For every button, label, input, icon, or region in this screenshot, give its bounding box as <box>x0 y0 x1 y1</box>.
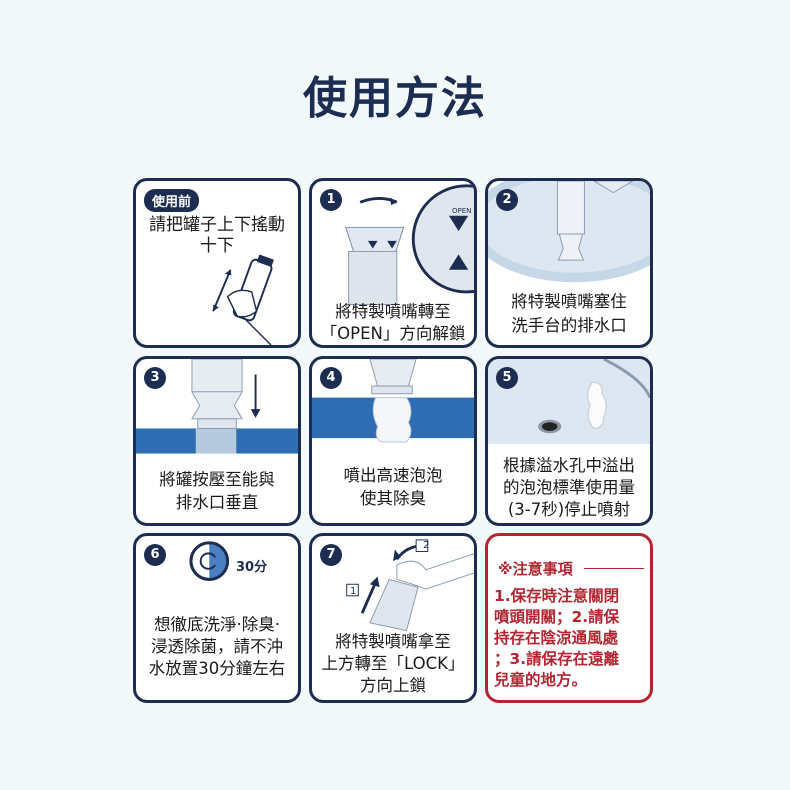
caption-line: 將特製噴嘴塞住 <box>511 292 627 311</box>
notice-line: 1.保存時注意關閉 <box>494 587 620 605</box>
step-number: 4 <box>320 367 342 389</box>
panel-before-use: 使用前 請把罐子上下搖動 十下 <box>133 178 301 348</box>
panel-step-5: 5 根據溢水孔中溢出 的泡泡標準使用量 (3-7秒)停止噴射 <box>485 356 653 526</box>
caption-line: 將特製噴嘴拿至 <box>335 632 451 651</box>
nozzle-open-illustration <box>345 184 474 305</box>
shaking-can-illustration <box>212 254 274 345</box>
step-number: 2 <box>496 189 518 211</box>
caption-line: 方向上鎖 <box>360 676 426 695</box>
sub-step-2: 2 <box>423 540 430 551</box>
sink-drain-illustration <box>488 181 650 283</box>
sub-step-1: 1 <box>350 586 357 597</box>
caption-line: 「OPEN」方向解鎖 <box>320 324 466 343</box>
panel-step-3: 3 將罐按壓至能與 排水口垂直 <box>133 356 301 526</box>
foam-spray-illustration <box>312 359 474 443</box>
timer-label: 30分 <box>236 560 268 575</box>
caption-line: 想徹底洗淨·除臭· <box>154 615 280 634</box>
caption-line: 浸透除菌，請不沖 <box>151 637 283 656</box>
caption-line: 洗手台的排水口 <box>511 316 627 335</box>
notice-line: 兒童的地方。 <box>494 671 588 689</box>
caption-line: 使其除臭 <box>360 489 426 508</box>
caption-line: 十下 <box>200 236 234 256</box>
caption-line: 將罐按壓至能與 <box>159 470 275 489</box>
panel-step-6: 6 30分 想徹底洗淨·除臭· 浸透除菌，請不沖 水放置30分鐘左右 <box>133 533 301 703</box>
nozzle-lock-illustration <box>346 539 474 632</box>
notice-line: 持存在陰涼通風處 <box>494 629 619 647</box>
panel-step-2: 2 將特製噴嘴塞住 洗手台的排水口 <box>485 178 653 348</box>
before-use-badge: 使用前 <box>144 189 200 212</box>
panel-step-1: 1 OPEN 將特製噴嘴轉至 「OPEN」方向解鎖 <box>309 178 477 348</box>
caption-line: 將特製噴嘴轉至 <box>335 302 451 321</box>
timer-icon <box>189 541 230 581</box>
step-number: 7 <box>320 544 342 566</box>
step-number: 5 <box>496 367 518 389</box>
notice-heading: ※注意事項 <box>498 560 573 578</box>
panel-step-4: 4 噴出高速泡泡 使其除臭 <box>309 356 477 526</box>
caption-line: 上方轉至「LOCK」 <box>321 654 465 673</box>
step-number: 1 <box>320 189 342 211</box>
notice-line: ；3.請保存在遠離 <box>494 650 620 668</box>
step-number: 3 <box>144 367 166 389</box>
caption-line: (3-7秒)停止噴射 <box>507 500 631 519</box>
notice-body: 1.保存時注意關閉 噴頭開關；2.請保 持存在陰涼通風處 ；3.請保存在遠離 兒… <box>494 586 646 691</box>
panel-step-7: 7 1 2 將特製噴嘴拿至 上方轉至「LOCK」 方向上鎖 <box>309 533 477 703</box>
press-can-illustration <box>136 359 298 454</box>
caption-line: 水放置30分鐘左右 <box>148 659 286 678</box>
caption-line: 噴出高速泡泡 <box>343 466 443 485</box>
panel-notice: ※注意事項 1.保存時注意關閉 噴頭開關；2.請保 持存在陰涼通風處 ；3.請保… <box>485 533 653 703</box>
notice-divider <box>584 568 644 569</box>
page-title: 使用方法 <box>303 73 487 124</box>
caption-line: 排水口垂直 <box>175 493 259 512</box>
open-dial-label: OPEN <box>452 207 472 215</box>
notice-line: 噴頭開關；2.請保 <box>494 608 620 626</box>
caption-line: 根據溢水孔中溢出 <box>503 456 635 475</box>
caption-line: 的泡泡標準使用量 <box>503 478 635 497</box>
caption-line: 請把罐子上下搖動 <box>149 215 285 235</box>
step-number: 6 <box>144 544 166 566</box>
